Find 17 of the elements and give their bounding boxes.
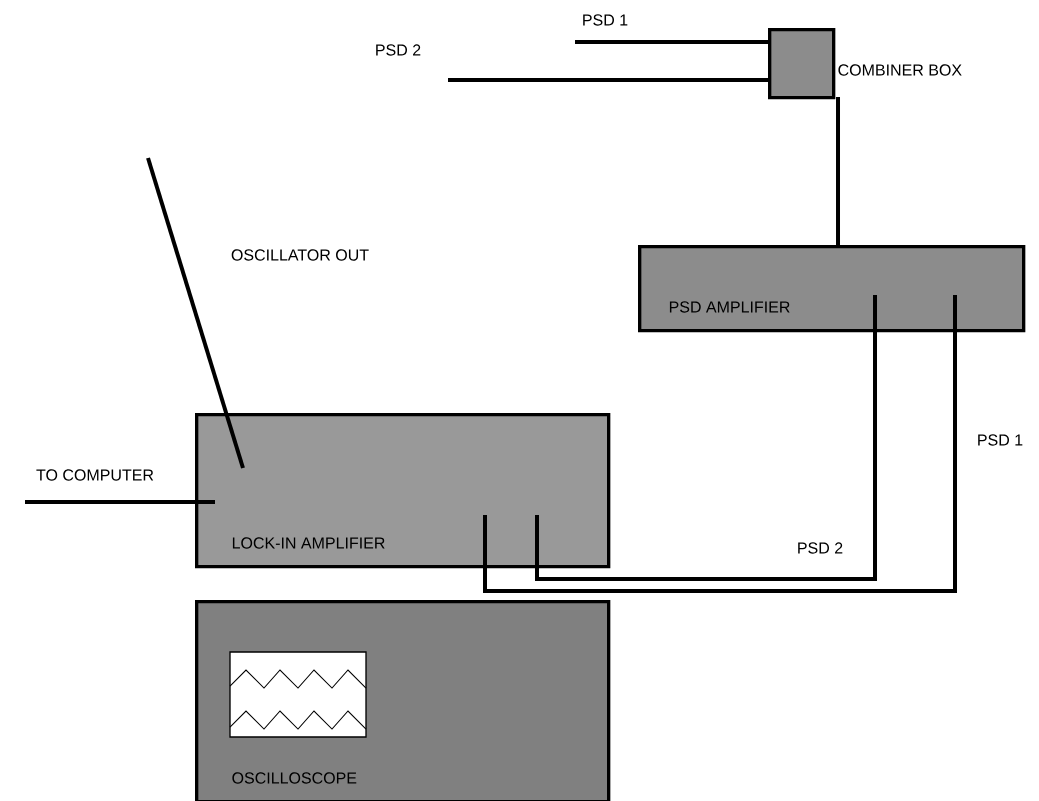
device-label: COMBINER BOX: [838, 64, 962, 76]
wire: [483, 295, 957, 593]
wire: [448, 78, 768, 82]
wire-label: TO COMPUTER: [34, 468, 156, 482]
wire-label: PSD 1: [580, 13, 630, 27]
wire: [836, 97, 840, 245]
wire: [25, 500, 215, 504]
wire-label: OSCILLATOR OUT: [229, 248, 371, 262]
device-label: LOCK-IN AMPLIFIER: [232, 537, 385, 549]
wire: [535, 295, 877, 581]
wire: [146, 157, 245, 469]
device-label: PSD AMPLIFIER: [669, 301, 790, 313]
device-label: OSCILLOSCOPE: [232, 772, 357, 784]
wire-label: PSD 1: [975, 433, 1025, 447]
wire-label: PSD 2: [795, 541, 845, 555]
wire-label: PSD 2: [373, 43, 423, 57]
wire: [575, 40, 768, 44]
